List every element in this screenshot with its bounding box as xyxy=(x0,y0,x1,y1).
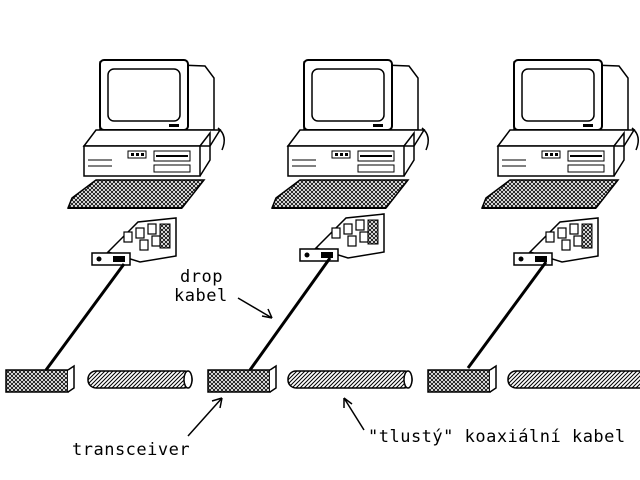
transceiver-arrow xyxy=(187,397,223,437)
transceiver-label: transceiver xyxy=(72,440,191,460)
coax-segment-3 xyxy=(507,370,640,389)
workstation-1 xyxy=(67,59,226,209)
drop-cable-arrow xyxy=(237,297,273,319)
network-card-3 xyxy=(513,217,599,266)
drop-cable-3 xyxy=(466,261,548,369)
network-card-1 xyxy=(91,217,177,266)
workstation-3 xyxy=(481,59,640,209)
drop-cable-1 xyxy=(44,263,126,371)
network-card-2 xyxy=(299,213,385,262)
drop-cable-label-line1: drop xyxy=(180,267,223,287)
drop-cable-label: drop kabel xyxy=(174,267,228,306)
drop-cable-label-line2: kabel xyxy=(174,286,228,306)
drop-cable-2 xyxy=(248,257,332,371)
coax-segment-2 xyxy=(287,370,413,389)
transceiver-1 xyxy=(5,364,75,393)
transceiver-2 xyxy=(207,364,277,393)
workstation-2 xyxy=(271,59,430,209)
coax-cable-label: "tlustý" koaxiální kabel xyxy=(368,427,626,447)
coax-segment-1 xyxy=(87,370,193,389)
coax-arrow xyxy=(343,397,365,431)
transceiver-3 xyxy=(427,364,497,393)
